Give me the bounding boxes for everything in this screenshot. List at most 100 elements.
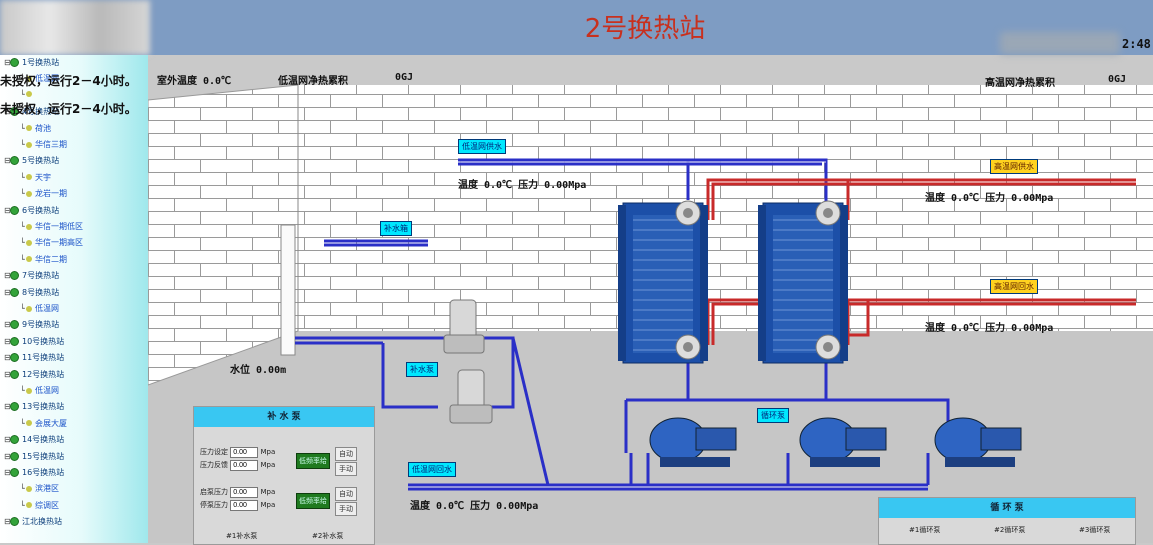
leaf-icon xyxy=(26,125,32,132)
expand-toggle-icon[interactable]: ⊟ xyxy=(4,435,11,445)
tree-station-item[interactable]: ⊟13号换热站 xyxy=(4,401,64,416)
license-warning-2: 未授权，运行2－4小时。 xyxy=(0,102,137,116)
start-pressure-input[interactable] xyxy=(230,487,259,498)
tree-station-item[interactable]: ⊟ 12号换热站 xyxy=(4,369,64,384)
expand-toggle-icon[interactable]: └ xyxy=(20,254,25,264)
tree-item-label: 会展大厦 xyxy=(35,418,67,428)
tree-sub-item[interactable]: └华信一期低区 xyxy=(20,221,83,236)
station-icon xyxy=(10,517,19,527)
expand-toggle-icon[interactable]: └ xyxy=(20,140,25,149)
makeup-pump-2 xyxy=(449,369,493,424)
tree-item-label: 综调区 xyxy=(35,500,59,510)
tree-sub-item[interactable]: └ 会展大厦 xyxy=(20,418,67,433)
auto-button-2[interactable]: 自动 xyxy=(335,487,357,501)
auto-button-1[interactable]: 自动 xyxy=(335,447,357,461)
tree-sub-item[interactable]: └华信一期高区 xyxy=(20,237,83,252)
expand-toggle-icon[interactable]: └ xyxy=(20,238,25,248)
outdoor-temp: 室外温度 0.0℃ xyxy=(157,76,232,87)
stop-pressure-input[interactable] xyxy=(230,500,259,511)
expand-toggle-icon[interactable]: └ xyxy=(20,386,25,395)
station-icon xyxy=(10,402,19,412)
high-return-reading: 温度 0.0℃ 压力 0.00Mpa xyxy=(925,323,1054,334)
set-pressure-input[interactable] xyxy=(230,447,259,458)
expand-toggle-icon[interactable]: ⊟ xyxy=(4,58,11,67)
tree-station-item[interactable]: ⊟10号换热站 xyxy=(4,336,64,351)
tree-sub-item[interactable]: └华信三期 xyxy=(20,139,67,154)
expand-toggle-icon[interactable]: ⊟ xyxy=(4,287,11,297)
expand-toggle-icon[interactable]: ⊟ xyxy=(4,107,11,117)
tree-station-item[interactable]: ⊟江北换热站 xyxy=(4,516,62,531)
expand-toggle-icon[interactable]: ⊟ xyxy=(4,271,11,281)
expand-toggle-icon[interactable]: ⊟ xyxy=(4,336,11,346)
expand-toggle-icon[interactable]: └ xyxy=(20,172,25,182)
tree-station-item[interactable]: ⊟1号换热站 xyxy=(4,57,59,72)
tree-station-item[interactable]: ⊟ 14号换热站 xyxy=(4,434,64,449)
heat-exchanger-1 xyxy=(618,200,708,364)
tree-station-item[interactable]: ⊟16号换热站 xyxy=(4,467,64,482)
expand-toggle-icon[interactable]: ⊟ xyxy=(4,451,11,461)
tree-sub-item[interactable]: └华信二期 xyxy=(20,254,67,269)
tree-sub-item[interactable]: └天宇 xyxy=(20,172,51,187)
stop-pressure-row: 停泵压力 Mpa xyxy=(200,500,275,511)
expand-toggle-icon[interactable]: ⊟ xyxy=(4,353,11,363)
feedback-input[interactable] xyxy=(230,460,259,471)
tree-station-item[interactable]: ⊟6号换热站 xyxy=(4,205,59,220)
water-level: 水位 0.00m xyxy=(230,365,287,376)
expand-toggle-icon[interactable]: ⊟ xyxy=(4,156,11,166)
tree-station-item[interactable]: ⊟11号换热站 xyxy=(4,352,64,367)
tree-sub-item[interactable]: └低温网 xyxy=(20,73,59,88)
tree-item-label: 14号换热站 xyxy=(22,435,65,445)
tag-make-pump: 补水泵 xyxy=(406,362,438,377)
tree-sub-item[interactable]: └龙岩一期 xyxy=(20,188,67,203)
expand-toggle-icon[interactable]: ⊟ xyxy=(4,517,11,527)
tree-sub-item[interactable]: └ 滨港区 xyxy=(20,483,59,498)
page-title: 2号换热站 xyxy=(584,14,706,44)
tree-sub-item[interactable]: └荷池 xyxy=(20,123,51,138)
tree-sub-item[interactable]: └低温网 xyxy=(20,303,59,318)
license-warning-1: 未授权，运行2－4小时。 xyxy=(0,74,137,88)
expand-toggle-icon[interactable]: └ xyxy=(20,123,25,133)
manual-button-2[interactable]: 手动 xyxy=(335,502,357,516)
tree-station-item[interactable]: ⊟4号换热站 xyxy=(4,106,59,121)
makeup-panel-title: 补 水 泵 xyxy=(194,407,374,427)
tree-station-item[interactable]: ⊟9号换热站 xyxy=(4,319,59,334)
tag-low-return: 低温网回水 xyxy=(408,462,456,477)
expand-toggle-icon[interactable]: └ xyxy=(20,89,25,99)
tree-station-item[interactable]: ⊟ 7号换热站 xyxy=(4,270,59,285)
leaf-icon xyxy=(26,141,32,148)
expand-toggle-icon[interactable]: └ xyxy=(20,500,25,510)
tree-item-label: 12号换热站 xyxy=(22,369,65,379)
leaf-icon xyxy=(26,91,32,98)
tree-sub-item[interactable]: └ 综调区 xyxy=(20,500,59,515)
expand-toggle-icon[interactable]: └ xyxy=(20,484,25,494)
station-tree[interactable]: ⊟1号换热站└低温网└⊟4号换热站└荷池└华信三期⊟5号换热站└天宇└龙岩一期⊟… xyxy=(0,55,148,543)
station-icon xyxy=(10,58,19,67)
tree-station-item[interactable]: ⊟ 8号换热站 xyxy=(4,287,59,302)
expand-toggle-icon[interactable]: └ xyxy=(20,304,25,313)
expand-toggle-icon[interactable]: ⊟ xyxy=(4,320,11,330)
manual-button-1[interactable]: 手动 xyxy=(335,462,357,476)
tree-sub-item[interactable]: └低温网 xyxy=(20,385,59,400)
expand-toggle-icon[interactable]: └ xyxy=(20,74,25,84)
expand-toggle-icon[interactable]: ⊟ xyxy=(4,205,11,215)
tree-item-label: 滨港区 xyxy=(35,484,59,494)
expand-toggle-icon[interactable]: └ xyxy=(20,222,25,231)
tree-item-label: 8号换热站 xyxy=(22,287,60,297)
expand-toggle-icon[interactable]: ⊟ xyxy=(4,402,11,412)
tree-station-item[interactable]: ⊟15号换热站 xyxy=(4,451,64,466)
expand-toggle-icon[interactable]: ⊟ xyxy=(4,468,11,477)
freq-button-1[interactable]: 低频率给 xyxy=(296,453,330,469)
clock-text: 2:48 xyxy=(1122,37,1151,51)
high-supply-reading: 温度 0.0℃ 压力 0.00Mpa xyxy=(925,193,1054,204)
expand-toggle-icon[interactable]: ⊟ xyxy=(4,369,11,379)
tree-sub-item[interactable]: └ xyxy=(20,90,35,105)
freq-button-2[interactable]: 低频率给 xyxy=(296,493,330,509)
station-icon xyxy=(10,451,19,461)
tree-item-label: 7号换热站 xyxy=(22,271,60,281)
make-water-tank xyxy=(280,224,296,356)
circ-pump-2 xyxy=(799,417,887,467)
expand-toggle-icon[interactable]: └ xyxy=(20,189,25,199)
low-supply-reading: 温度 0.0℃ 压力 0.00Mpa xyxy=(458,180,587,191)
expand-toggle-icon[interactable]: └ xyxy=(20,418,25,428)
tree-station-item[interactable]: ⊟5号换热站 xyxy=(4,155,59,170)
